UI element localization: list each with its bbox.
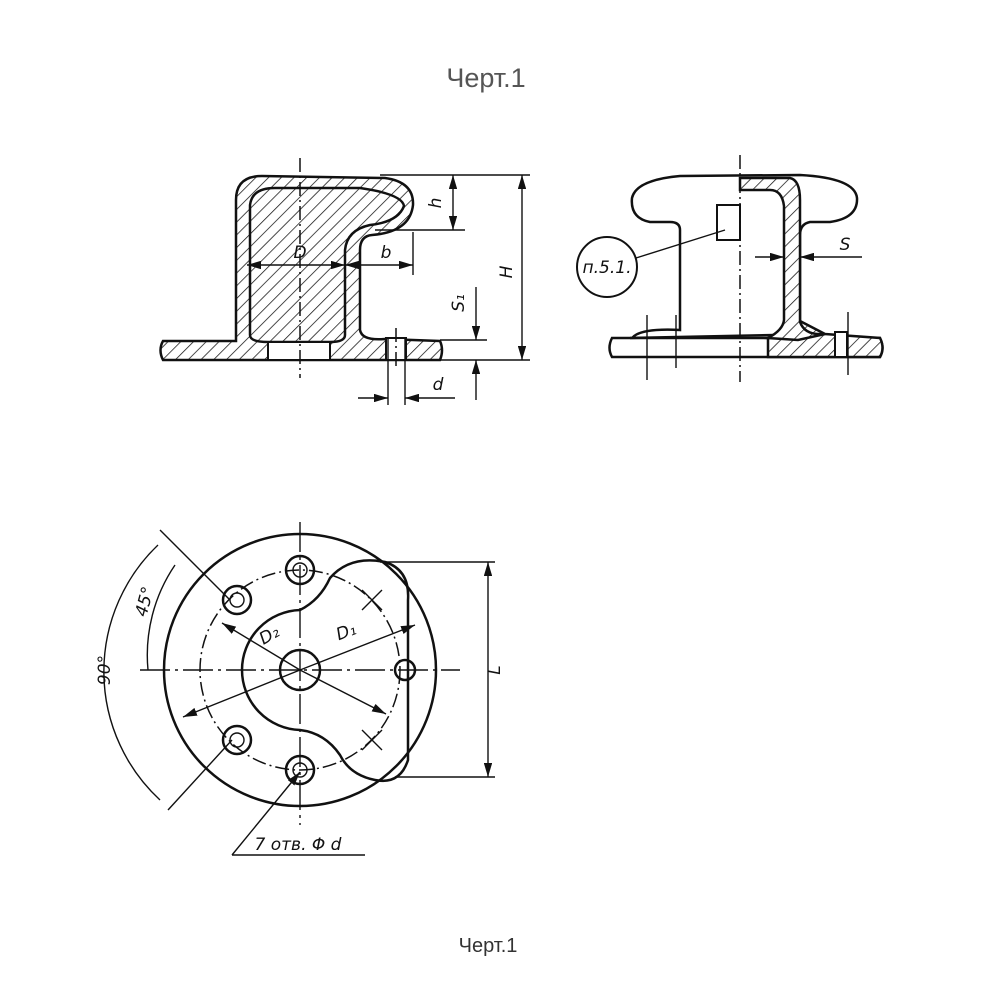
dim-label-s1: S₁ (449, 294, 469, 312)
side-section-view: h H D b S₁ d (159, 158, 530, 405)
note-reference-bubble: п.5.1. (583, 258, 632, 278)
front-view: S п.5.1. (576, 155, 884, 382)
dim-label-D: D (293, 243, 306, 263)
dim-label-b: b (381, 243, 392, 263)
dim-label-h: h (426, 198, 446, 209)
bolt-holes (221, 554, 417, 786)
figure-caption: Черт.1 (459, 935, 518, 957)
dim-label-d: d (433, 375, 444, 395)
angle-label-45: 45° (132, 585, 159, 619)
dim-label-H: H (497, 265, 517, 278)
holes-callout: 7 отв. Φ d (255, 835, 342, 855)
plan-view: D₂ D₁ L 45° 90° 7 отв. Φ d (95, 522, 505, 856)
drawing-title: Черт.1 (446, 63, 525, 93)
dim-label-L: L (485, 665, 505, 674)
angle-label-90: 90° (95, 655, 115, 685)
dim-label-d1: D₁ (334, 620, 360, 646)
dim-label-s: S (840, 235, 851, 255)
